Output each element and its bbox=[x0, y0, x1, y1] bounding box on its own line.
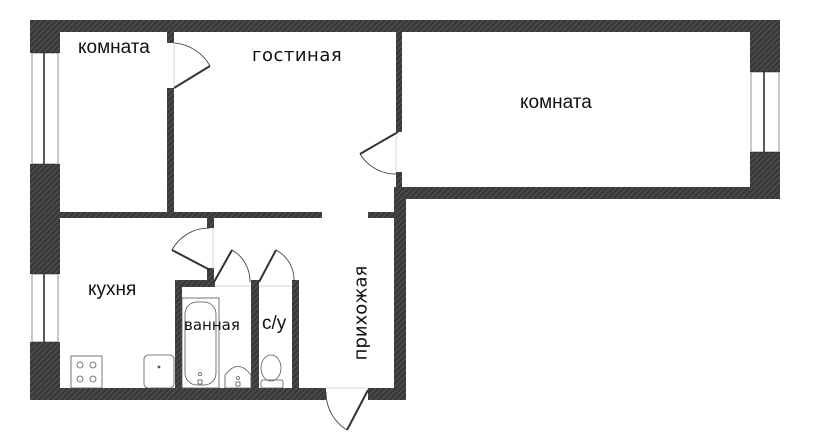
stove-icon bbox=[70, 355, 103, 389]
door-room1 bbox=[173, 42, 211, 89]
door-kitchen bbox=[171, 227, 214, 271]
room-label-kitchen: кухня bbox=[88, 279, 137, 300]
door-bath bbox=[213, 249, 251, 287]
window-left-bottom bbox=[31, 273, 59, 343]
door-living bbox=[359, 131, 399, 175]
room-label-hall: прихожая bbox=[350, 265, 372, 361]
room-label-room2: комната bbox=[520, 92, 592, 113]
window-right bbox=[750, 71, 780, 153]
room-label-bath: ванная bbox=[184, 316, 240, 334]
room-label-living: гостиная bbox=[252, 45, 343, 66]
room-label-wc: с/у bbox=[262, 313, 287, 334]
sink-icon bbox=[143, 354, 175, 389]
walls bbox=[30, 20, 780, 400]
door-wc bbox=[258, 249, 295, 287]
washbasin-icon bbox=[224, 366, 252, 389]
room-label-room1: комната bbox=[78, 37, 150, 58]
bathtub-icon bbox=[181, 297, 220, 389]
toilet-icon bbox=[260, 354, 284, 389]
door-entrance bbox=[325, 387, 369, 431]
window-left-top bbox=[31, 52, 59, 165]
